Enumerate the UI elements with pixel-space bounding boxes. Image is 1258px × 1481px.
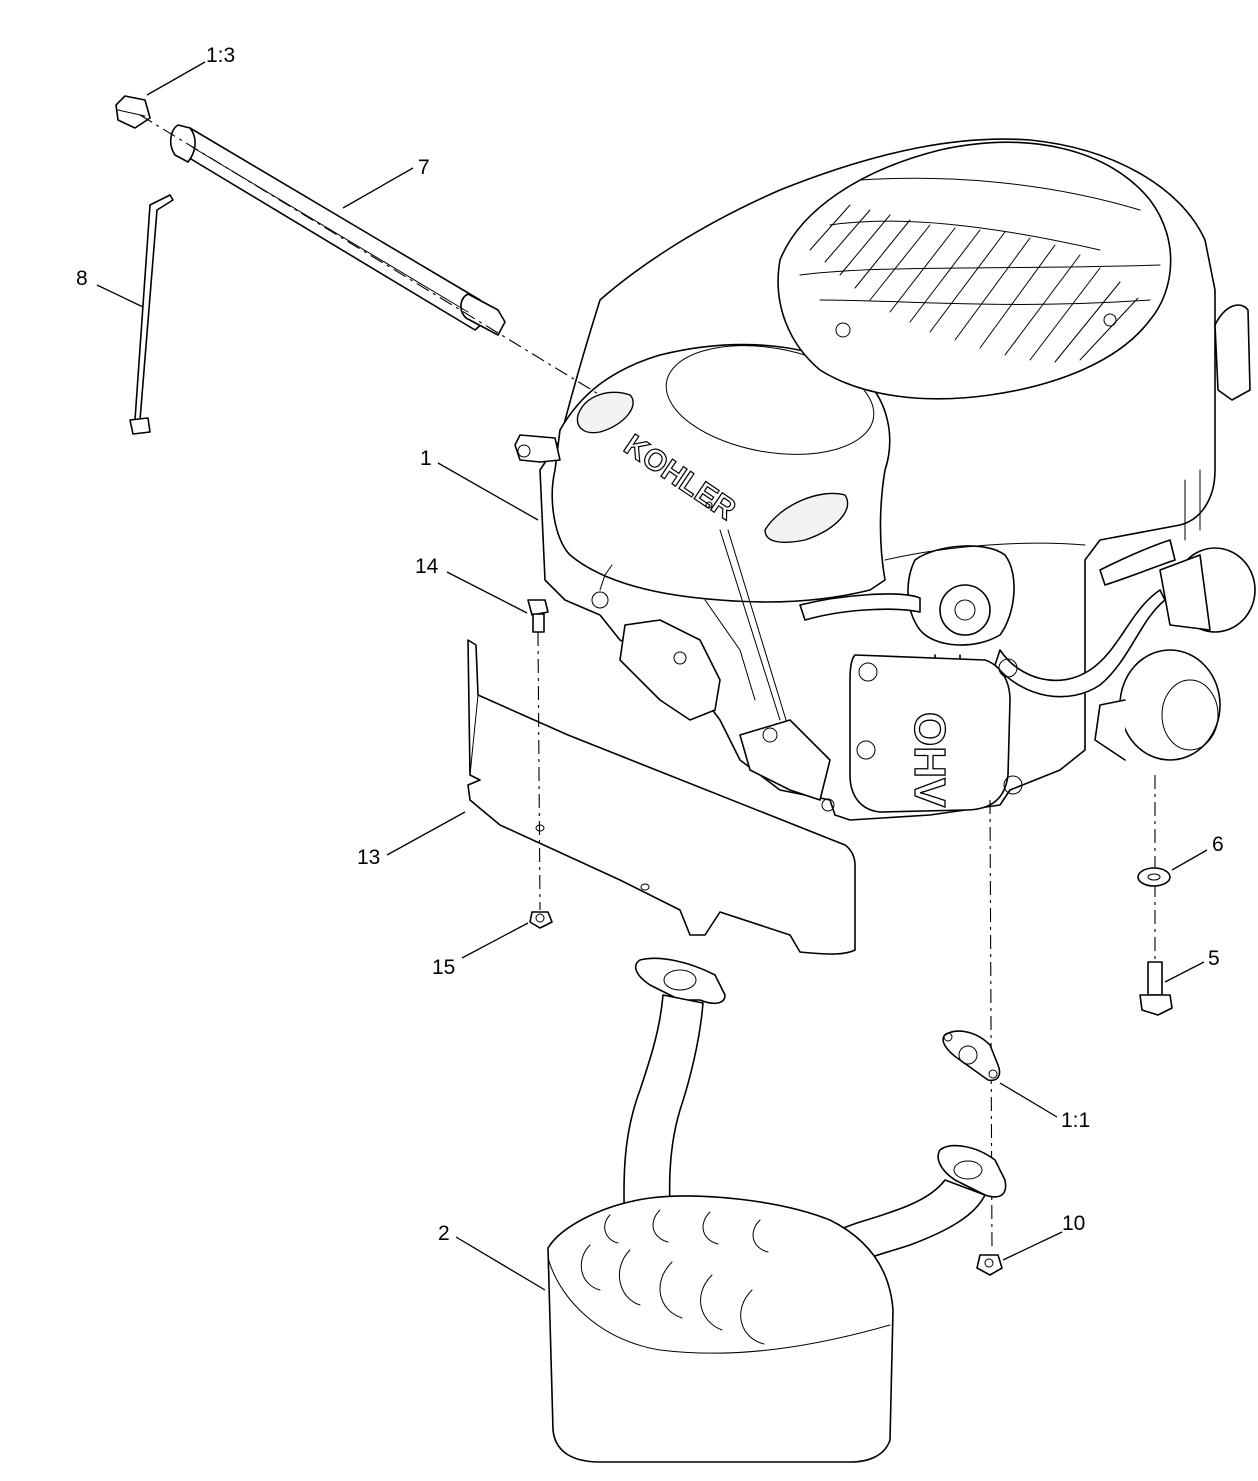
leader-13 xyxy=(386,811,466,856)
leader-7 xyxy=(342,167,414,209)
leader-1-3 xyxy=(146,61,206,96)
fuel-line-tube xyxy=(169,124,506,336)
leader-2 xyxy=(455,1236,546,1291)
callout-1-1: 1:1 xyxy=(1061,1109,1090,1132)
callout-6: 6 xyxy=(1212,833,1224,856)
leader-14 xyxy=(446,571,528,614)
callout-15: 15 xyxy=(432,956,455,979)
fuel-line-cap xyxy=(115,95,151,129)
callout-1-3: 1:3 xyxy=(206,44,235,67)
fan-grille-slats xyxy=(799,177,1161,363)
muffler-ribs xyxy=(580,1209,769,1345)
bolt-14 xyxy=(527,599,549,633)
callout-2: 2 xyxy=(438,1222,450,1245)
leader-lines xyxy=(96,61,1208,1291)
heat-shield xyxy=(467,639,856,955)
nut-10 xyxy=(976,1254,1003,1276)
callout-14: 14 xyxy=(415,555,439,578)
callout-10: 10 xyxy=(1062,1212,1085,1235)
callout-8: 8 xyxy=(76,267,88,290)
washer-6 xyxy=(1137,867,1171,887)
callout-1: 1 xyxy=(420,447,432,470)
leader-8 xyxy=(96,284,144,308)
valve-cover-brand-text: OHV xyxy=(905,712,954,808)
leader-5 xyxy=(1164,961,1205,983)
cable-tie xyxy=(129,194,174,435)
nut-15 xyxy=(529,911,553,929)
leader-10 xyxy=(1002,1231,1063,1261)
callout-7: 7 xyxy=(418,156,430,179)
muffler xyxy=(547,957,1007,1463)
leader-1-1 xyxy=(999,1082,1058,1118)
leader-15 xyxy=(461,922,529,959)
callout-labels: 1:3 7 8 1 14 13 15 6 5 1:1 2 10 xyxy=(76,44,1224,1245)
bolt-5 xyxy=(1139,961,1173,1016)
leader-1 xyxy=(437,462,539,521)
engine-assembly: OHV KOHLER xyxy=(514,138,1256,821)
leader-6 xyxy=(1171,849,1208,871)
callout-13: 13 xyxy=(357,846,380,869)
exhaust-gasket xyxy=(942,1030,1001,1082)
callout-5: 5 xyxy=(1208,947,1220,970)
